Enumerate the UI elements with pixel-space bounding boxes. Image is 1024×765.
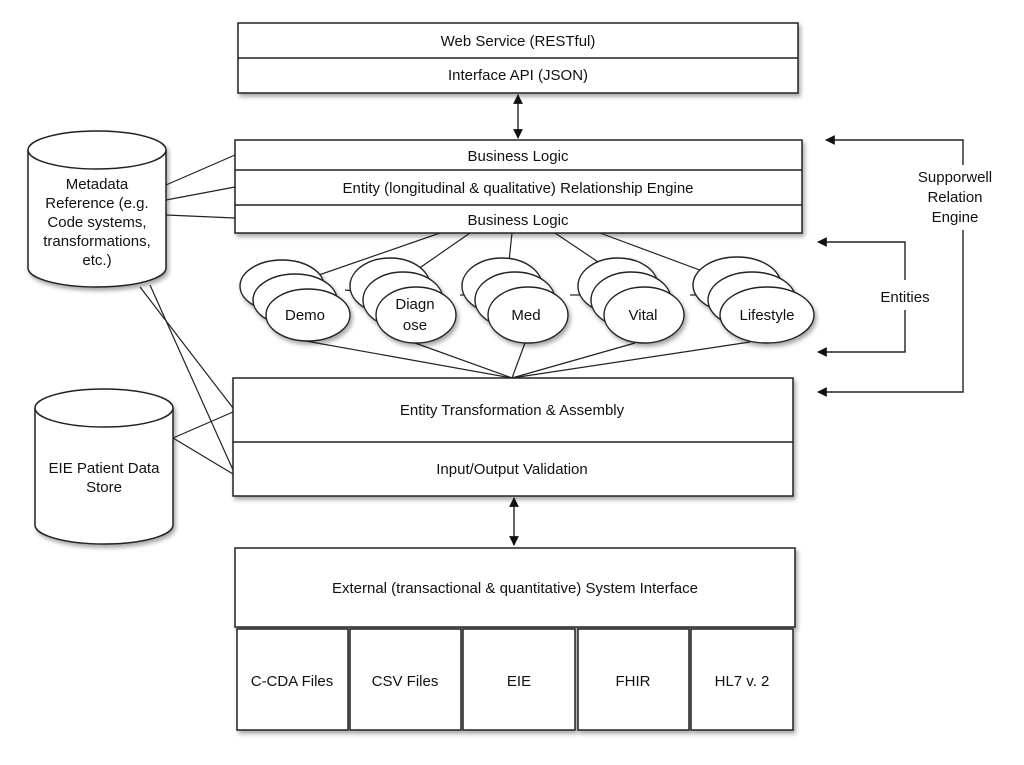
metadata-label-3: Code systems, [47, 214, 146, 231]
transform-stack [232, 377, 794, 497]
format-csv-label: CSV Files [372, 673, 439, 690]
entities-side-label: Entities [880, 289, 929, 306]
metadata-store [27, 130, 167, 288]
patient-store-label-1: EIE Patient Data [49, 460, 161, 477]
format-eie-label: EIE [507, 673, 531, 690]
entity-vital-label: Vital [629, 307, 658, 324]
entity-group-diagnose [349, 257, 457, 344]
entity-group-lifestyle [692, 256, 815, 344]
format-fhir-label: FHIR [616, 673, 651, 690]
patient-store-label-2: Store [86, 479, 122, 496]
format-box-hl7 [690, 628, 794, 731]
entity-group-demo [239, 259, 351, 342]
entity-group-med [461, 257, 569, 344]
metadata-label-5: etc.) [82, 252, 111, 269]
business-logic-bottom-label: Business Logic [468, 212, 569, 229]
metadata-label-1: Metadata [66, 176, 129, 193]
entity-group-vital [577, 257, 685, 344]
logic-stack-frame [234, 139, 803, 234]
supporwell-label-2: Relation [927, 189, 982, 206]
metadata-label-2: Reference (e.g. [45, 195, 148, 212]
format-hl7-label: HL7 v. 2 [715, 673, 770, 690]
transformation-label: Entity Transformation & Assembly [400, 402, 625, 419]
patient-data-store [34, 388, 174, 545]
web-service-label: Web Service (RESTful) [441, 33, 596, 50]
entities-arrow [817, 237, 906, 357]
external-interface-label: External (transactional & quantitative) … [332, 580, 698, 597]
entity-lifestyle-label: Lifestyle [739, 307, 794, 324]
external-interface [234, 547, 796, 628]
relationship-engine-label: Entity (longitudinal & qualitative) Rela… [342, 180, 693, 197]
format-boxes [236, 628, 794, 731]
external-interface-box [234, 547, 796, 628]
format-box-eie [462, 628, 576, 731]
metadata-label-4: transformations, [43, 233, 151, 250]
supporwell-label-3: Engine [932, 209, 979, 226]
format-ccda-label: C-CDA Files [251, 673, 334, 690]
validation-label: Input/Output Validation [436, 461, 588, 478]
entity-med-label: Med [511, 307, 540, 324]
supporwell-arrow [817, 135, 964, 397]
supporwell-label-1: Supporwell [918, 169, 992, 186]
metadata-connectors [139, 154, 236, 471]
business-logic-top-label: Business Logic [468, 148, 569, 165]
format-box-ccda [236, 628, 349, 731]
format-box-csv [349, 628, 462, 731]
logic-stack [234, 139, 803, 234]
format-box-fhir [577, 628, 690, 731]
transform-stack-frame [232, 377, 794, 497]
patient-store-connectors [172, 411, 234, 475]
entity-diagnose-label-1: Diagn [395, 296, 434, 313]
entity-demo-label: Demo [285, 307, 325, 324]
interface-api-label: Interface API (JSON) [448, 67, 588, 84]
entity-diagnose-label-2: ose [403, 317, 427, 334]
